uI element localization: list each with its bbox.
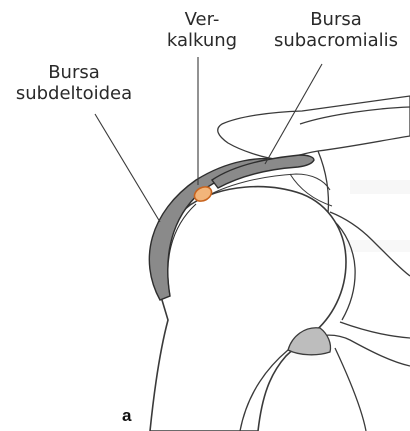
label-bursa-subacromialis-line1: Bursa bbox=[265, 9, 407, 30]
label-verkalkung-line2: kalkung bbox=[162, 30, 242, 51]
bursa-subacromialis-shape bbox=[212, 155, 314, 188]
label-bursa-subacromialis-line2: subacromialis bbox=[265, 30, 407, 51]
label-verkalkung-line1: Ver- bbox=[162, 9, 242, 30]
label-bursa-subdeltoidea-line2: subdeltoidea bbox=[2, 83, 146, 104]
leader-line-bursa-subdeltoidea bbox=[95, 114, 160, 222]
panel-letter: a bbox=[122, 406, 131, 426]
label-bursa-subdeltoidea-line1: Bursa bbox=[2, 62, 146, 83]
label-bursa-subdeltoidea: Bursa subdeltoidea bbox=[2, 62, 146, 104]
humeral-head bbox=[150, 187, 346, 431]
label-verkalkung: Ver- kalkung bbox=[162, 9, 242, 51]
label-bursa-subacromialis: Bursa subacromialis bbox=[265, 9, 407, 51]
